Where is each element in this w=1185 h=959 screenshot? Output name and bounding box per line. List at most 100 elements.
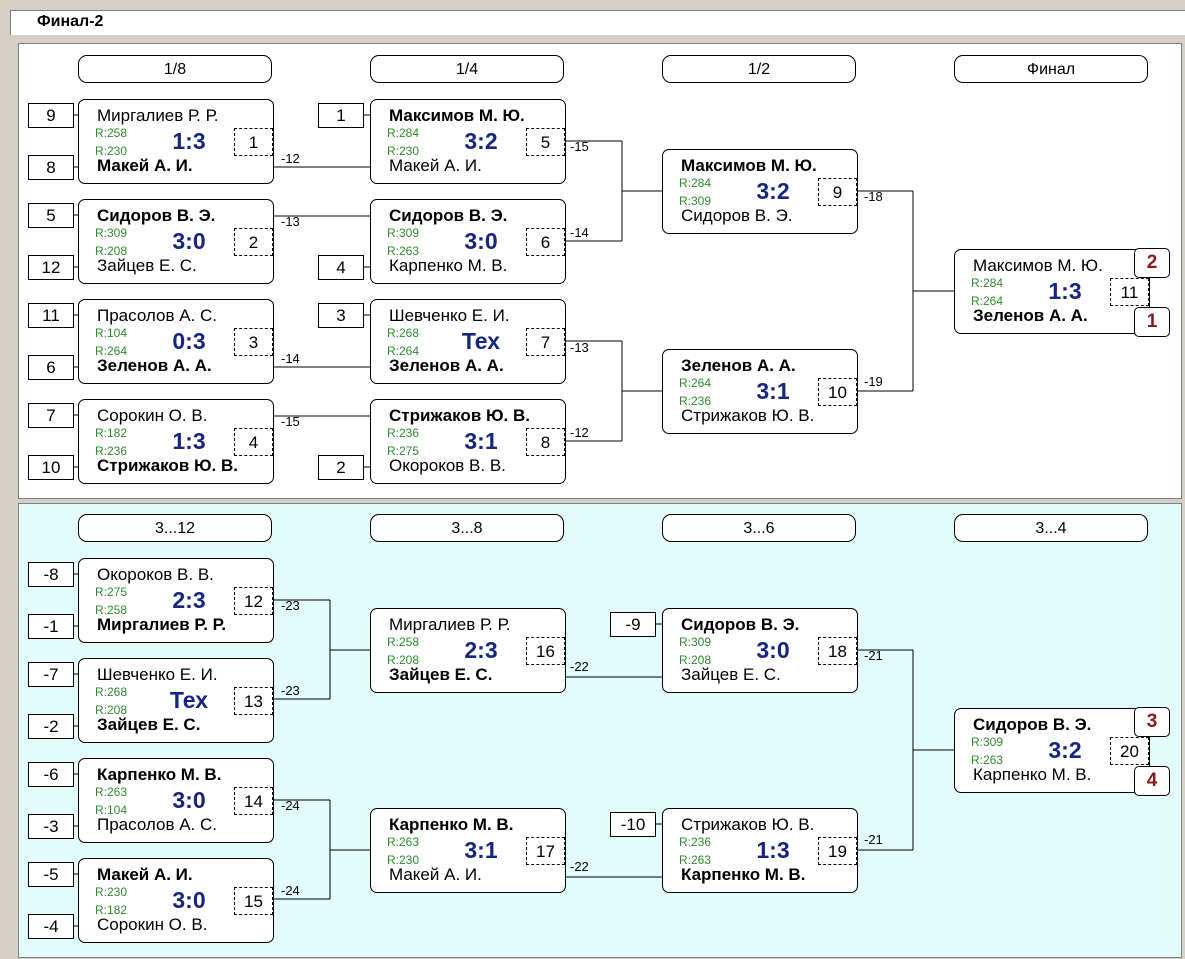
loser-destination-label: -15 [281, 414, 300, 429]
player-bottom-rating: R:230 [387, 144, 420, 158]
loser-destination-label: -19 [864, 374, 883, 389]
match-score: 3:0 [172, 228, 206, 254]
player-bottom-rating: R:236 [679, 394, 712, 408]
match-number: 11 [1110, 278, 1149, 306]
loser-destination-label: -12 [281, 151, 300, 166]
match-number: 18 [818, 637, 857, 665]
player-bottom-name: Макей А. И. [389, 865, 482, 884]
match-score: 1:3 [172, 128, 206, 154]
player-bottom-name: Макей А. И. [97, 156, 193, 175]
match-number: 16 [526, 637, 565, 665]
match-score: 3:0 [756, 637, 790, 663]
loser-destination-label: -23 [281, 598, 300, 613]
player-top-name: Окороков В. В. [97, 565, 214, 584]
player-bottom-name: Зайцев Е. С. [681, 665, 781, 684]
player-top-name: Макей А. И. [97, 865, 193, 884]
player-bottom-rating: R:309 [679, 194, 712, 208]
round-header-2: 1/4 [370, 55, 564, 83]
player-top-rating: R:230 [95, 885, 128, 899]
seed-box: 7 [28, 403, 74, 428]
player-top-name: Сидоров В. Э. [97, 206, 216, 225]
loser-destination-label: -23 [281, 683, 300, 698]
seed-box: 2 [318, 455, 364, 480]
loser-destination-label: -21 [864, 832, 883, 847]
player-bottom-rating: R:236 [95, 444, 128, 458]
player-top-rating: R:104 [95, 326, 128, 340]
player-top-rating: R:284 [971, 276, 1004, 290]
player-top-name: Миргалиев Р. Р. [97, 106, 219, 125]
match-score: 1:3 [1048, 278, 1082, 304]
player-bottom-name: Зайцев Е. С. [97, 715, 201, 734]
player-bottom-rating: R:263 [387, 244, 420, 258]
loser-destination-label: -22 [570, 659, 589, 674]
match-number: 19 [818, 837, 857, 865]
match-number: 1 [234, 128, 273, 156]
player-top-rating: R:263 [387, 835, 420, 849]
player-bottom-rating: R:263 [679, 853, 712, 867]
match-score: 3:0 [172, 787, 206, 813]
seed-box: -9 [610, 612, 656, 637]
player-top-rating: R:268 [387, 326, 420, 340]
seed-box: -7 [28, 662, 74, 687]
match-score: 3:2 [464, 128, 498, 154]
loser-destination-label: -13 [281, 214, 300, 229]
match-score: Тех [461, 328, 501, 354]
match-score: 1:3 [172, 428, 206, 454]
round-header-3: 1/2 [662, 55, 856, 83]
seed-box: -2 [28, 714, 74, 739]
place-badge: 2 [1134, 248, 1170, 278]
player-bottom-name: Карпенко М. В. [389, 256, 508, 275]
match-number: 3 [234, 328, 273, 356]
seed-box: 3 [318, 303, 364, 328]
player-bottom-name: Окороков В. В. [389, 456, 506, 475]
round-header-3: 3...6 [662, 514, 856, 542]
seed-box: 4 [318, 255, 364, 280]
player-top-name: Максимов М. Ю. [389, 106, 525, 125]
player-bottom-rating: R:263 [971, 753, 1004, 767]
player-bottom-name: Зеленов А. А. [973, 306, 1088, 325]
player-top-rating: R:309 [387, 226, 420, 240]
match-number: 12 [234, 587, 273, 615]
player-bottom-rating: R:264 [971, 294, 1004, 308]
player-top-rating: R:284 [387, 126, 420, 140]
player-bottom-name: Стрижаков Ю. В. [97, 456, 238, 475]
player-bottom-name: Карпенко М. В. [681, 865, 806, 884]
seed-box: 6 [28, 355, 74, 380]
match-number: 17 [526, 837, 565, 865]
page-title: Финал-2 [37, 13, 104, 30]
player-bottom-rating: R:182 [95, 903, 128, 917]
match-score: 1:3 [756, 837, 790, 863]
match-score: 3:0 [172, 887, 206, 913]
player-top-rating: R:264 [679, 376, 712, 390]
match-score: 2:3 [172, 587, 206, 613]
player-bottom-rating: R:208 [387, 653, 420, 667]
player-bottom-rating: R:258 [95, 603, 128, 617]
player-top-rating: R:182 [95, 426, 128, 440]
player-bottom-name: Зайцев Е. С. [389, 665, 493, 684]
seed-box: -1 [28, 614, 74, 639]
match-number: 9 [818, 178, 857, 206]
player-top-name: Карпенко М. В. [389, 815, 514, 834]
match-number: 15 [234, 887, 273, 915]
loser-destination-label: -13 [570, 340, 589, 355]
